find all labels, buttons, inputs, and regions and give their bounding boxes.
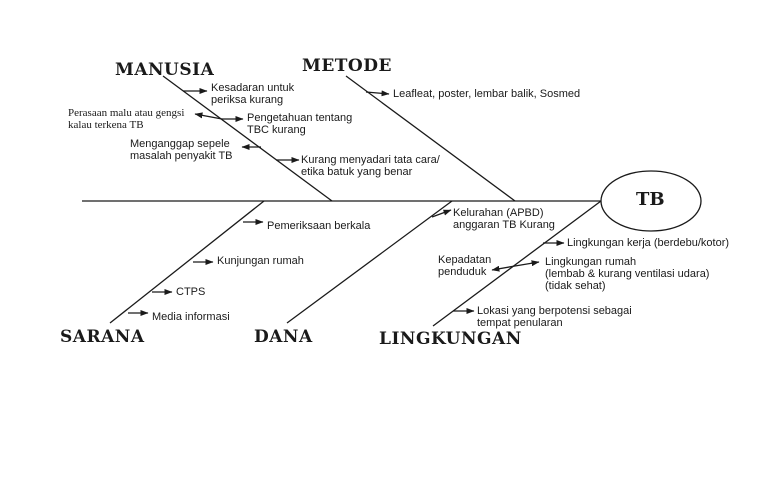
bone-dana xyxy=(286,200,453,324)
cause-sarana-4: Media informasi xyxy=(152,311,230,323)
cause-manusia-2: Pengetahuan tentang TBC kurang xyxy=(247,112,353,136)
problem-label: TB xyxy=(636,189,665,210)
cause-dana-1: Kelurahan (APBD) anggaran TB Kurang xyxy=(453,207,555,231)
cause-metode-1: Leafleat, poster, lembar balik, Sosmed xyxy=(393,88,581,100)
cause-manusia-3: Menganggap sepele masalah penyakit TB xyxy=(130,138,233,162)
cause-sarana-1: Pemeriksaan berkala xyxy=(267,220,371,232)
cause-lingkungan-2: Lingkungan rumah (lembab & kurang ventil… xyxy=(545,256,710,292)
category-metode: METODE xyxy=(302,56,392,76)
arrow-dana-1 xyxy=(431,209,452,218)
bone-sarana xyxy=(109,200,265,324)
cause-sarana-2: Kunjungan rumah xyxy=(217,255,304,267)
cause-lingkungan-3: Lokasi yang berpotensi sebagai tempat pe… xyxy=(477,305,632,329)
arrow-metode-1 xyxy=(365,90,390,97)
cause-manusia-4: Kurang menyadari tata cara/ etika batuk … xyxy=(301,154,440,178)
arrow-lingkungan-sub xyxy=(491,265,516,272)
arrow-lingkungan-2 xyxy=(514,260,540,267)
cause-lingkungan-sub: Kepadatan penduduk xyxy=(438,254,492,278)
category-manusia: MANUSIA xyxy=(115,60,215,80)
arrow-manusia-sub xyxy=(194,112,223,120)
bone-manusia xyxy=(162,75,333,202)
cause-manusia-sub: Perasaan malu atau gengsi kalau terkena … xyxy=(68,107,185,131)
category-dana: DANA xyxy=(254,327,313,347)
bone-metode xyxy=(345,75,516,202)
category-sarana: SARANA xyxy=(60,327,145,347)
bone-lingkungan xyxy=(432,200,602,327)
cause-sarana-3: CTPS xyxy=(176,286,206,298)
cause-manusia-1: Kesadaran untuk periksa kurang xyxy=(211,82,295,106)
cause-lingkungan-1: Lingkungan kerja (berdebu/kotor) xyxy=(567,237,730,249)
category-lingkungan: LINGKUNGAN xyxy=(379,329,522,349)
